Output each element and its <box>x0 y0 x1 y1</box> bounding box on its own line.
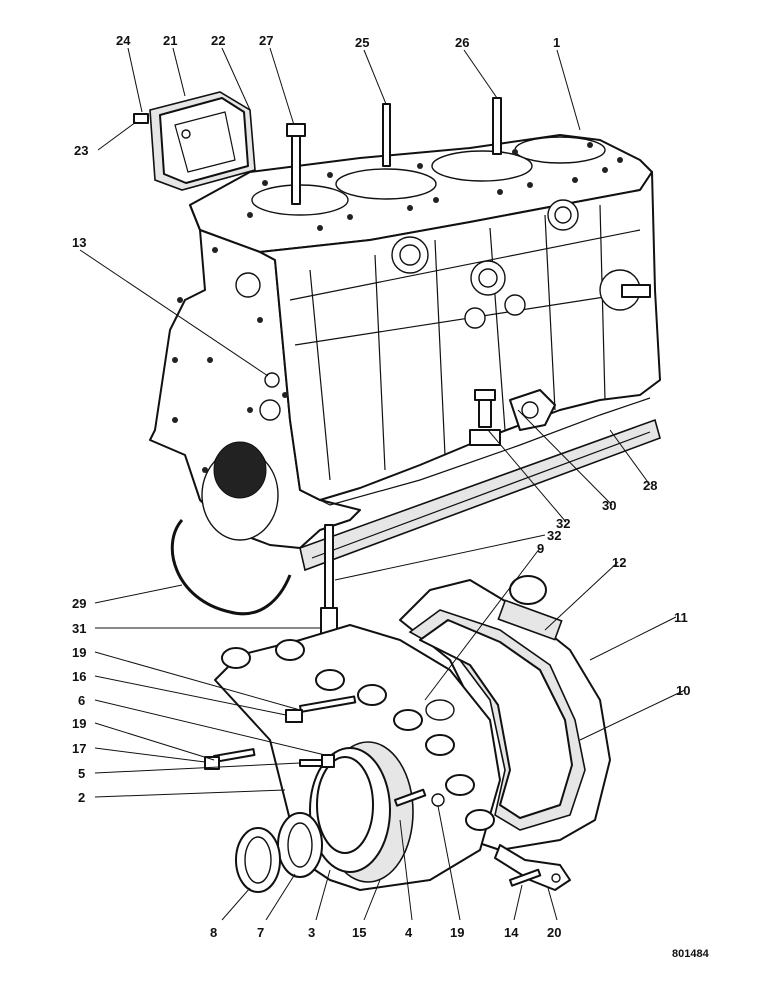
callout-23: 23 <box>74 143 88 158</box>
callout-11: 11 <box>674 610 688 625</box>
callout-19-a: 19 <box>72 645 86 660</box>
callout-16: 16 <box>72 669 86 684</box>
callout-5: 5 <box>78 766 85 781</box>
callout-22: 22 <box>211 33 225 48</box>
callout-28: 28 <box>643 478 657 493</box>
callout-32-lower: 32 <box>547 528 561 543</box>
side-cover-and-gasket <box>133 91 256 191</box>
callout-13: 13 <box>72 235 86 250</box>
callout-29: 29 <box>72 596 86 611</box>
callout-21: 21 <box>163 33 177 48</box>
callout-27: 27 <box>259 33 273 48</box>
studs <box>286 97 502 205</box>
callout-8: 8 <box>210 925 217 940</box>
callout-24: 24 <box>116 33 131 48</box>
callout-6: 6 <box>78 693 85 708</box>
callout-15: 15 <box>352 925 366 940</box>
callout-14: 14 <box>504 925 519 940</box>
callout-10: 10 <box>676 683 690 698</box>
cylinder-block <box>149 134 661 549</box>
callout-31: 31 <box>72 621 86 636</box>
drawing-reference-number: 801484 <box>672 948 710 960</box>
callout-20: 20 <box>547 925 561 940</box>
callout-17: 17 <box>72 741 86 756</box>
callout-4: 4 <box>405 925 413 940</box>
callout-3: 3 <box>308 925 315 940</box>
callout-9: 9 <box>537 541 544 556</box>
callout-7: 7 <box>257 925 264 940</box>
callout-labels: 24 21 22 27 25 26 1 23 13 28 30 32 32 9 … <box>72 33 690 940</box>
timing-cover-assembly <box>204 575 611 893</box>
callout-1: 1 <box>553 35 560 50</box>
callout-19-b: 19 <box>72 716 86 731</box>
callout-32-upper: 32 <box>556 516 570 531</box>
callout-19-c: 19 <box>450 925 464 940</box>
cord-seal <box>170 519 292 616</box>
callout-30: 30 <box>602 498 616 513</box>
callout-2: 2 <box>78 790 85 805</box>
leader-lines <box>79 47 686 921</box>
sump-gasket <box>299 418 661 572</box>
callout-26: 26 <box>455 35 469 50</box>
callout-25: 25 <box>355 35 369 50</box>
callout-12: 12 <box>612 555 626 570</box>
